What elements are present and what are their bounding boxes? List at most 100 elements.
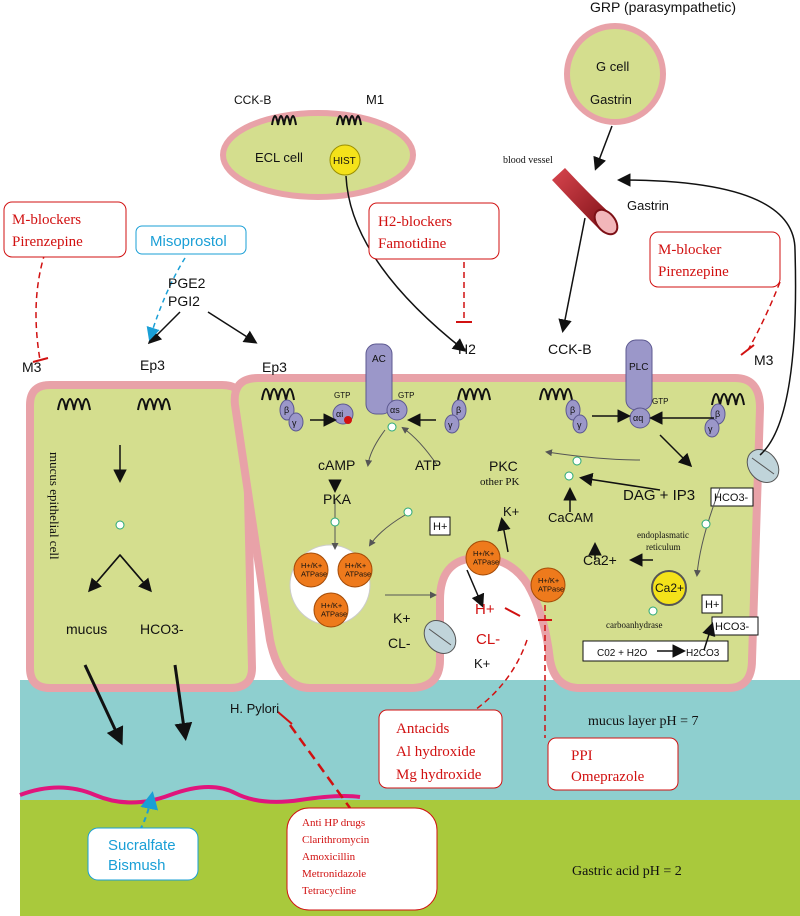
drug-text-m-blockers-left: M-blockers Pirenzepine — [12, 212, 83, 250]
label-cacam: CaCAM — [548, 510, 594, 525]
label-ac: AC — [372, 354, 386, 365]
label-ca2-free: Ca2+ — [583, 552, 617, 568]
cckb-receptor-ecl — [271, 115, 297, 126]
label-alpha-i: αi — [336, 409, 343, 419]
label-h-box: H+ — [433, 521, 447, 533]
drug-text-h2-blockers: H2-blockers Famotidine — [378, 214, 452, 252]
drug-text-antacids: Antacids Al hydroxide Mg hydroxide — [396, 721, 482, 783]
beta-letter: β — [456, 405, 461, 415]
label-cl-left: CL- — [388, 635, 411, 651]
adenylyl-cyclase — [365, 343, 393, 415]
drug-line: Anti HP drugs — [302, 817, 365, 829]
drug-line: M-blockers — [12, 212, 81, 228]
sucralfate-arrow — [139, 791, 159, 831]
box-m-blocker-right — [649, 231, 781, 288]
label-gastric-acid: Gastric acid pH = 2 — [572, 864, 682, 879]
label-gtp-2: GTP — [398, 391, 414, 400]
box-m-blockers-left — [3, 201, 127, 258]
drug-line: PPI — [571, 748, 593, 764]
label-hist: HIST — [333, 156, 356, 167]
g-protein-beta-gamma — [279, 399, 726, 438]
ecl-cell — [220, 110, 416, 200]
drug-line: H2-blockers — [378, 214, 452, 230]
h-plus-box-right — [701, 594, 723, 614]
label-alpha-q: αq — [633, 413, 643, 423]
m1-receptor — [336, 115, 362, 126]
drug-text-m-blocker-right: M-blocker Pirenzepine — [658, 242, 729, 280]
label-cckb-ecl: CCK-B — [234, 93, 271, 107]
thick-arrows — [83, 664, 193, 746]
label-gastrin-cell: Gastrin — [590, 92, 632, 107]
drug-line: Metronidazole — [302, 868, 366, 880]
gamma-letter: γ — [448, 420, 453, 430]
branch-line — [89, 553, 151, 591]
label-gtp-3: GTP — [652, 397, 668, 406]
label-h2: H2 — [458, 341, 476, 357]
drug-text-anti-hp: Anti HP drugs Clarithromycin Amoxicillin… — [302, 817, 370, 897]
label-k-left: K+ — [393, 610, 411, 626]
h-pylori-inhibition — [288, 724, 352, 809]
label-h-pylori: H. Pylori — [230, 701, 279, 716]
blood-vessel-opening — [593, 208, 619, 236]
label-pkc: PKC — [489, 458, 518, 474]
inhibitory-marker — [344, 416, 352, 424]
receptor-h2 — [457, 388, 491, 401]
drug-line: Famotidine — [378, 236, 447, 252]
box-sucralfate — [87, 827, 199, 881]
receptor-m3-right — [711, 393, 745, 406]
drug-line: Misoprostol — [150, 233, 227, 250]
drug-line: Bismush — [108, 857, 166, 874]
beta-letter: β — [284, 405, 289, 415]
label-cl-red: CL- — [476, 631, 500, 648]
label-ep3-right: Ep3 — [262, 359, 287, 375]
drug-line: Tetracycline — [302, 885, 356, 897]
label-k-top: K+ — [503, 504, 519, 519]
drug-line: Mg hydroxide — [396, 767, 482, 783]
k-cl-channel — [423, 620, 457, 654]
drug-line: Antacids — [396, 721, 449, 737]
g-protein-letters: β γ β γ β γ β γ — [284, 405, 720, 434]
reaction-box — [582, 640, 729, 662]
label-atpase-3: H+/K+ATPase — [321, 601, 347, 618]
drug-line: Sucralfate — [108, 837, 176, 854]
label-other-pk: other PK — [480, 476, 519, 488]
mucus-barrier-line — [19, 784, 361, 805]
label-cckb-receptor: CCK-B — [548, 341, 592, 357]
parietal-cell — [230, 374, 765, 692]
label-m3-left: M3 — [22, 359, 42, 375]
label-hco3-box: HCO3- — [714, 492, 749, 504]
label-m1: M1 — [366, 92, 384, 107]
cl-hco3-exchanger — [746, 449, 780, 483]
label-mucus-cell: mucus epithelial cell — [47, 452, 62, 560]
mucus-epithelial-cell — [26, 381, 257, 692]
histamine-granule — [329, 144, 361, 176]
box-misoprostol — [135, 225, 247, 255]
atpase-labels: H+/K+ATPase H+/K+ATPase H+/K+ATPase H+/K… — [301, 549, 564, 618]
label-alpha-s: αs — [390, 405, 400, 415]
drug-line: Clarithromycin — [302, 834, 370, 846]
gamma-letter: γ — [577, 420, 582, 430]
drug-line: M-blocker — [658, 242, 721, 258]
receptor-cckb — [539, 388, 573, 401]
gamma-letter: γ — [708, 424, 713, 434]
label-atpase-4: H+/K+ATPase — [473, 549, 499, 566]
label-pka: PKA — [323, 491, 352, 507]
drug-line: Omeprazole — [571, 769, 645, 785]
box-anti-hp — [286, 807, 438, 911]
receptor-m3-left — [57, 398, 91, 411]
h-k-atpase-pumps — [293, 540, 566, 628]
label-camp: cAMP — [318, 457, 355, 473]
label-er-1: endoplasmatic — [637, 530, 689, 540]
drug-line: Pirenzepine — [658, 264, 729, 280]
label-atp: ATP — [415, 457, 441, 473]
label-dag-ip3: DAG + IP3 — [623, 487, 695, 504]
label-er-2: reticulum — [646, 542, 681, 552]
label-pge2: PGE2 — [168, 275, 206, 291]
gamma-letter: γ — [292, 418, 297, 428]
label-reaction-left: C02 + H2O — [597, 648, 648, 659]
er-calcium — [651, 570, 687, 606]
misoprostol-arrow — [146, 257, 186, 341]
label-carbo: carboanhydrase — [606, 620, 662, 630]
